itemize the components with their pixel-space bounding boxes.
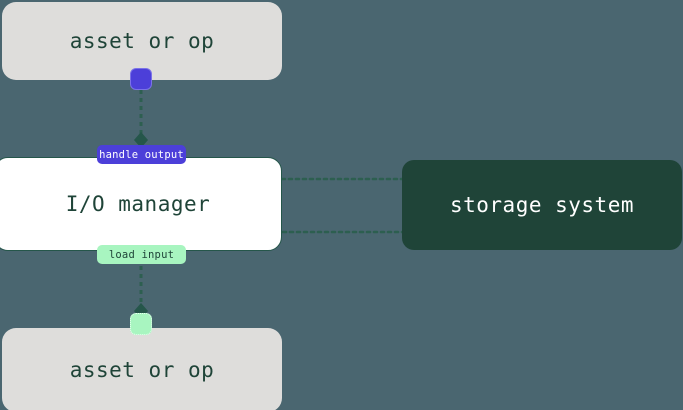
input-port-icon[interactable] (130, 313, 152, 335)
edge-badge-label: handle output (99, 148, 184, 161)
node-io-manager[interactable]: I/O manager (0, 157, 282, 251)
node-asset-or-op-bottom[interactable]: asset or op (2, 328, 282, 410)
node-label: asset or op (69, 29, 215, 53)
node-label: asset or op (69, 358, 215, 382)
node-storage-system[interactable]: storage system (402, 160, 682, 250)
node-asset-or-op-top[interactable]: asset or op (2, 2, 282, 80)
edge-badge-handle-output[interactable]: handle output (97, 145, 186, 164)
node-label: I/O manager (65, 192, 211, 216)
output-port-icon[interactable] (130, 68, 152, 90)
edge-badge-label: load input (108, 248, 175, 261)
node-label: storage system (449, 193, 634, 217)
edge-badge-load-input[interactable]: load input (97, 245, 186, 264)
